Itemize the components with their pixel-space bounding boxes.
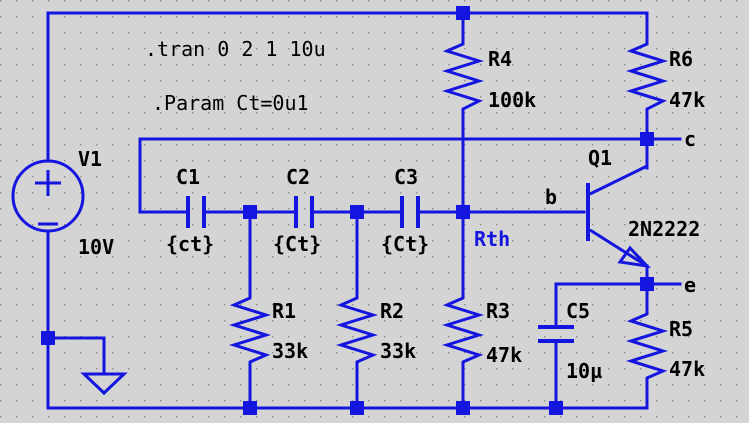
resistor-r3	[441, 292, 485, 367]
transistor-q1	[586, 164, 652, 269]
r2-value: 33k	[380, 339, 416, 363]
junction-dot	[41, 331, 55, 345]
c2-label: C2	[286, 165, 310, 189]
r6-value: 47k	[669, 88, 705, 112]
capacitor-c2	[294, 196, 314, 228]
v1-value: 10V	[78, 235, 114, 259]
r3-label: R3	[486, 299, 510, 323]
resistor-r1	[228, 292, 272, 367]
tran-directive: .tran 0 2 1 10u	[145, 37, 326, 61]
resistor-r2	[335, 292, 379, 367]
r2-label: R2	[380, 299, 404, 323]
net-label-e: e	[684, 273, 696, 297]
v1-body	[11, 159, 85, 233]
junction-dot	[350, 401, 364, 415]
junction-dot	[640, 132, 654, 146]
capacitor-c5	[538, 325, 574, 343]
c5-value: 10µ	[566, 359, 602, 383]
resistor-r6	[625, 38, 669, 115]
param-directive: .Param Ct=0u1	[152, 91, 309, 115]
wire-ground-rail	[46, 230, 649, 410]
r1-value: 33k	[272, 339, 308, 363]
r5-label: R5	[669, 317, 693, 341]
junction-dot	[640, 277, 654, 291]
c1-label: C1	[176, 165, 200, 189]
c3-label: C3	[394, 165, 418, 189]
wires	[46, 11, 682, 410]
junction-dot	[456, 401, 470, 415]
c1-value: {ct}	[166, 232, 214, 256]
junction-dot	[549, 401, 563, 415]
junction-dot	[456, 205, 470, 219]
junction-dot	[350, 205, 364, 219]
junctions	[41, 6, 654, 415]
wire-feedback-loop	[138, 137, 649, 214]
capacitor-c3	[400, 196, 420, 228]
r6-label: R6	[669, 47, 693, 71]
q1-label: Q1	[588, 146, 612, 170]
v1-label: V1	[78, 147, 102, 171]
ground-symbol	[80, 372, 128, 396]
r4-value: 100k	[488, 88, 536, 112]
wire-c5-top	[554, 282, 649, 327]
q1-emitter	[589, 228, 648, 268]
r5-value: 47k	[669, 357, 705, 381]
r4-label: R4	[488, 47, 512, 71]
resistor-r4	[441, 38, 485, 115]
net-label-c: c	[684, 127, 696, 151]
wire-ground-symbol-lead	[46, 336, 106, 374]
junction-dot	[456, 6, 470, 20]
q1-value: 2N2222	[628, 217, 700, 241]
capacitor-c1	[186, 196, 206, 228]
voltage-source-v1	[11, 159, 85, 233]
r1-label: R1	[272, 299, 296, 323]
net-label-rth: Rth	[474, 227, 510, 251]
junction-dot	[243, 205, 257, 219]
q1-emitter-arrow	[617, 245, 652, 269]
junction-dot	[243, 401, 257, 415]
wire-top-rail	[46, 11, 649, 162]
q1-collector	[589, 164, 648, 196]
c3-value: {Ct}	[381, 232, 429, 256]
resistor-r5	[625, 308, 669, 384]
c5-label: C5	[566, 299, 590, 323]
c2-value: {Ct}	[273, 232, 321, 256]
r3-value: 47k	[486, 343, 522, 367]
net-label-b: b	[545, 185, 557, 209]
